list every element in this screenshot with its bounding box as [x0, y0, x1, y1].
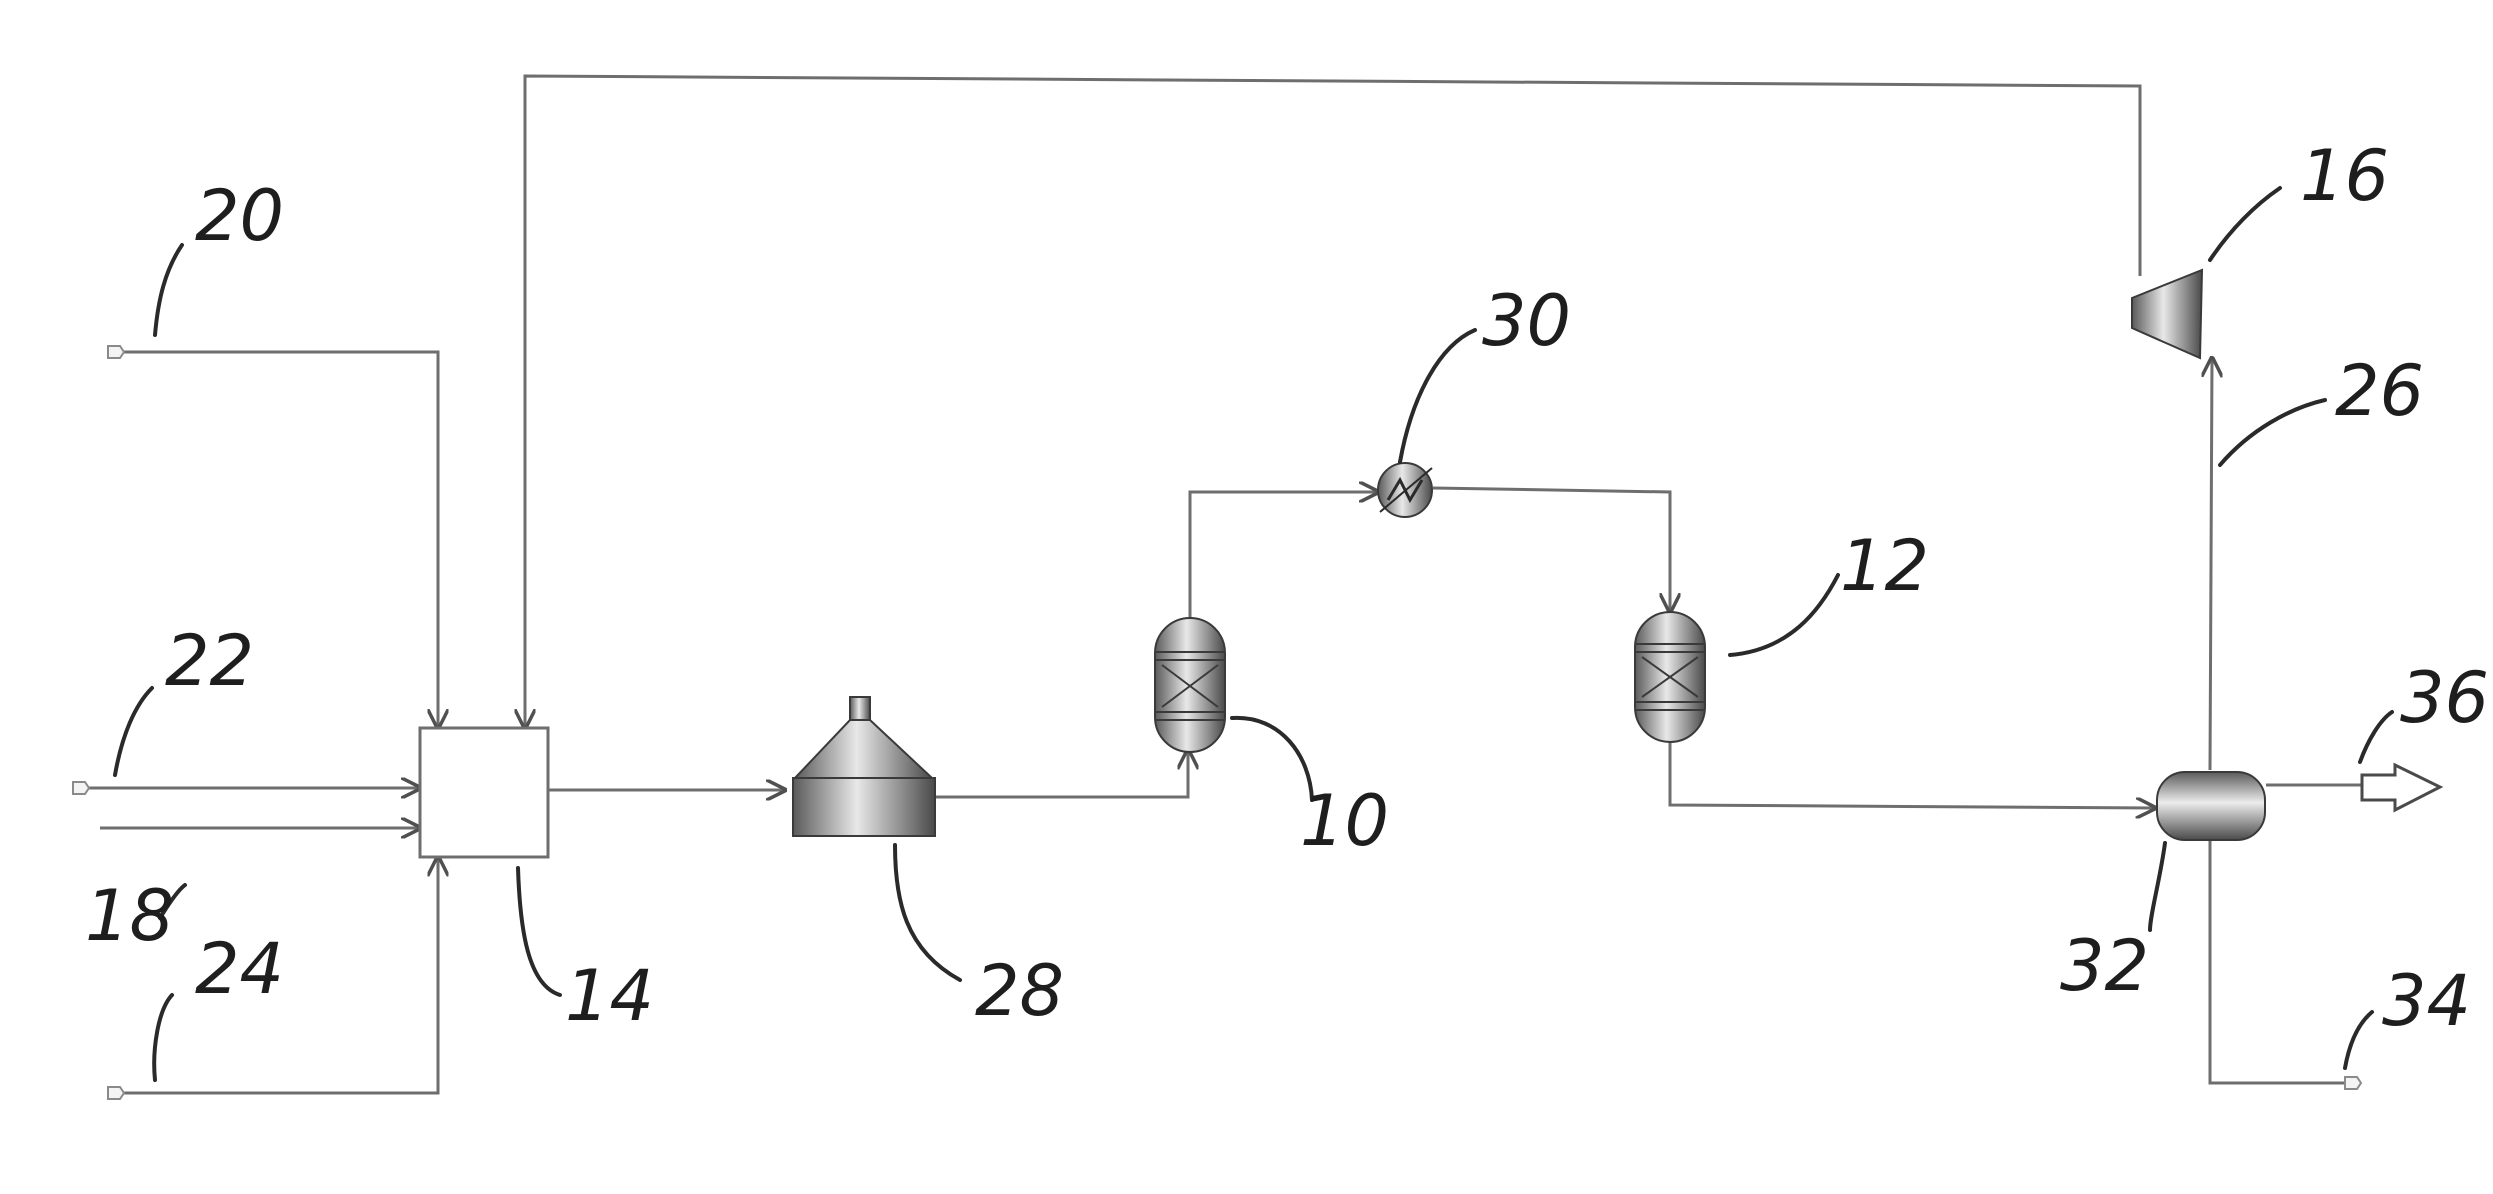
label-14: 14 [565, 955, 654, 1037]
label-18: 18 [85, 875, 174, 957]
label-30: 30 [1482, 280, 1571, 362]
reference-labels: 20 22 18 24 14 28 10 30 12 16 26 36 32 3… [85, 135, 2489, 1042]
heat-exchanger-icon [1378, 463, 1432, 517]
port-20-icon [108, 346, 124, 358]
exchanger-to-reactor-line [1433, 488, 1670, 612]
label-24: 24 [195, 928, 284, 1010]
label-10: 10 [1300, 780, 1389, 862]
packed-reactor-icon [1155, 618, 1225, 752]
reactor-to-exchanger-line [1190, 492, 1378, 620]
recycle-line [525, 76, 2140, 728]
gas-line-26 [2210, 358, 2212, 770]
port-24-icon [108, 1087, 124, 1099]
process-lines [85, 76, 2362, 1093]
settling-vessel-icon [793, 697, 935, 836]
label-26: 26 [2335, 350, 2424, 432]
label-20: 20 [195, 175, 284, 257]
label-16: 16 [2300, 135, 2389, 217]
mixer-box [420, 728, 548, 857]
label-12: 12 [1840, 525, 1929, 607]
label-32: 32 [2060, 925, 2149, 1007]
label-34: 34 [2382, 960, 2471, 1042]
label-36: 36 [2400, 657, 2489, 739]
port-34-icon [2345, 1077, 2361, 1089]
reactor-to-separator-line [1670, 742, 2155, 808]
leader-lines [115, 188, 2392, 1080]
outlet-line-34 [2210, 830, 2345, 1083]
vessel-to-reactor-line [935, 750, 1188, 797]
product-arrow-icon [2362, 765, 2440, 810]
compressor-icon [2132, 270, 2202, 358]
separator-drum-icon [2157, 772, 2265, 840]
packed-reactor-icon [1635, 612, 1705, 742]
port-22-icon [73, 782, 89, 794]
label-22: 22 [165, 620, 254, 702]
label-28: 28 [975, 950, 1064, 1032]
